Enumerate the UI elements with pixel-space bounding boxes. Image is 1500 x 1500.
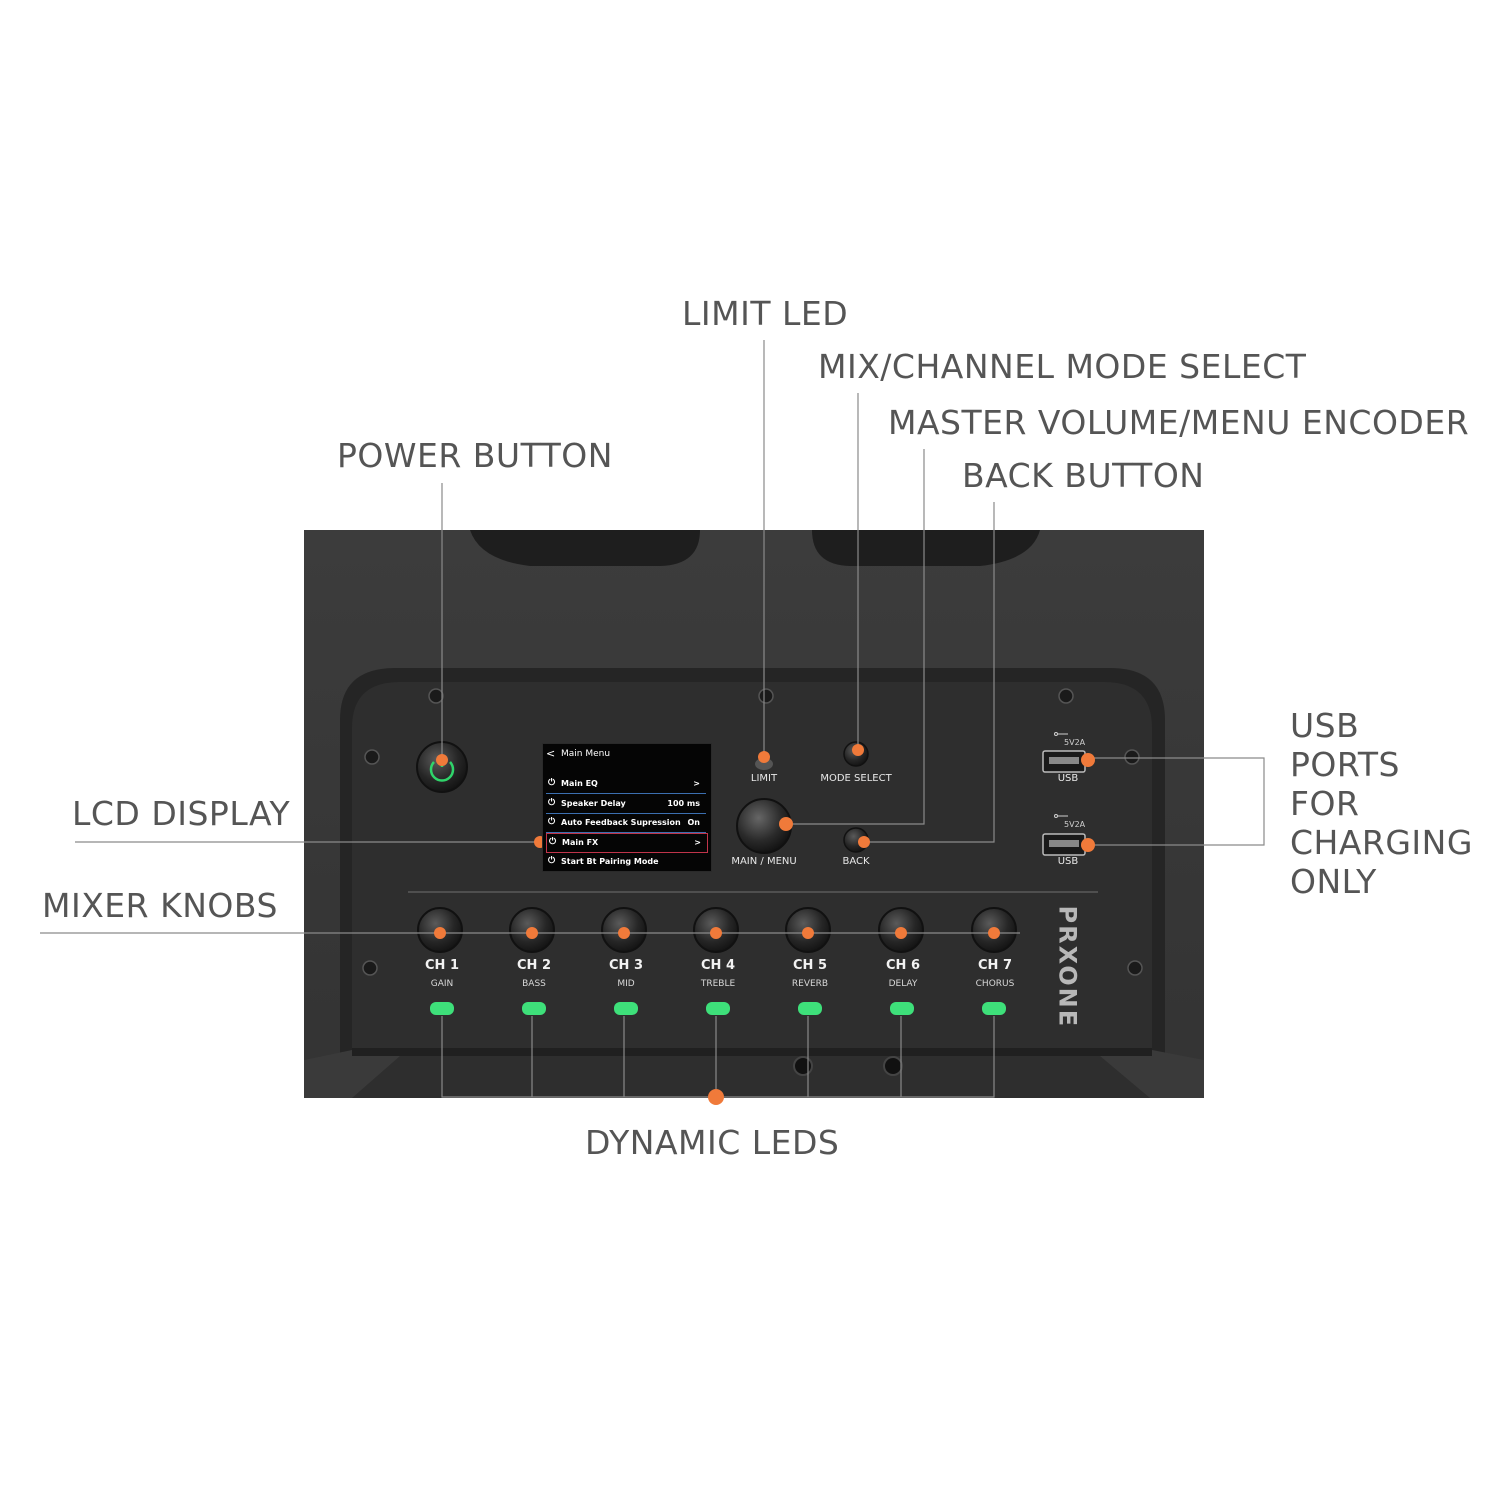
lcd-menu-item[interactable]: ⏻ Main EQ >: [546, 775, 706, 794]
led-ch7: [982, 1002, 1006, 1015]
channel-function-label: REVERB: [791, 979, 829, 989]
channel-function-label: GAIN: [430, 979, 454, 989]
brand-logo: PRXONE: [1052, 905, 1082, 1029]
channel-label: CH 2: [517, 958, 551, 973]
channel-label: CH 6: [886, 958, 920, 973]
usb-ports-callout: USB PORTS FOR CHARGING ONLY: [1290, 706, 1473, 901]
usb-callout-line: USB: [1290, 706, 1360, 745]
mixer-knobs-callout: MIXER KNOBS: [42, 886, 278, 925]
channel-label: CH 5: [793, 958, 827, 973]
lcd-menu-item[interactable]: ⏻ Start Bt Pairing Mode: [548, 856, 659, 866]
input-jack: [883, 1056, 903, 1076]
power-icon: ⏻: [549, 837, 557, 847]
usb-port-tongue: [1049, 840, 1079, 847]
back-label: BACK: [842, 856, 870, 867]
led-ch1: [430, 1002, 454, 1015]
panel-screws: [362, 688, 1143, 976]
usb-rating-top: 5V2A: [1064, 738, 1086, 747]
channel-function-label: CHORUS: [975, 979, 1015, 989]
led-ch2: [522, 1002, 546, 1015]
control-panel: [352, 682, 1152, 1098]
handle-recess-left: [470, 530, 700, 566]
usb-label-top: USB: [1057, 773, 1079, 784]
usb-icon: [1054, 814, 1068, 818]
lcd-title: Main Menu: [561, 749, 611, 759]
led-ch5: [798, 1002, 822, 1015]
main-menu-label: MAIN / MENU: [731, 856, 797, 867]
lcd-menu-item-selected[interactable]: ⏻ Main FX >: [546, 833, 708, 853]
usb-icon: [1054, 732, 1068, 736]
channel-function-label: DELAY: [888, 979, 918, 989]
usb-rating-bottom: 5V2A: [1064, 820, 1086, 829]
usb-callout-line: CHARGING: [1290, 823, 1473, 862]
usb-callout-line: PORTS: [1290, 745, 1401, 784]
channel-function-label: TREBLE: [700, 979, 736, 989]
power-icon: ⏻: [548, 817, 556, 827]
limit-led: [755, 758, 773, 770]
back-arrow-icon: <: [546, 747, 556, 760]
lcd-menu-item[interactable]: ⏻ Speaker Delay 100 ms: [546, 795, 706, 814]
limit-label: LIMIT: [750, 773, 778, 784]
channel-function-label: MID: [617, 979, 635, 989]
channel-label: CH 4: [701, 958, 735, 973]
channel-label: CH 1: [425, 958, 459, 973]
mode-select-label: MODE SELECT: [820, 773, 892, 784]
usb-label-bottom: USB: [1057, 856, 1079, 867]
leader-lines: [40, 340, 1265, 1098]
power-button-callout: POWER BUTTON: [337, 436, 613, 475]
lcd-menu-item[interactable]: ⏻ Auto Feedback Supression On: [546, 814, 706, 833]
callout-markers: [434, 744, 1095, 1105]
back-button-callout: BACK BUTTON: [962, 456, 1205, 495]
dynamic-leds-callout: DYNAMIC LEDS: [585, 1123, 840, 1162]
channel-function-label: BASS: [522, 979, 546, 989]
lcd-display: < Main Menu ⏻ Main EQ > ⏻ Speaker Delay …: [542, 743, 712, 872]
led-ch3: [614, 1002, 638, 1015]
power-icon: ⏻: [548, 778, 556, 788]
channel-label: CH 3: [609, 958, 643, 973]
master-volume-callout: MASTER VOLUME/MENU ENCODER: [888, 403, 1470, 442]
dynamic-leds: [430, 1002, 1006, 1015]
brand-text: PRXONE: [1053, 905, 1082, 1029]
power-icon: ⏻: [548, 798, 556, 808]
mode-select-callout: MIX/CHANNEL MODE SELECT: [818, 347, 1307, 386]
handle-recess-right: [812, 530, 1040, 566]
usb-callout-line: ONLY: [1290, 862, 1377, 901]
channel-label: CH 7: [978, 958, 1012, 973]
input-jack: [793, 1056, 813, 1076]
led-ch4: [706, 1002, 730, 1015]
led-ch6: [890, 1002, 914, 1015]
usb-port-tongue: [1049, 757, 1079, 764]
panel-edge: [352, 1048, 1152, 1056]
usb-callout-line: FOR: [1290, 784, 1360, 823]
lcd-display-callout: LCD DISPLAY: [72, 794, 291, 833]
limit-led-callout: LIMIT LED: [682, 294, 849, 333]
power-icon: ⏻: [548, 856, 556, 866]
